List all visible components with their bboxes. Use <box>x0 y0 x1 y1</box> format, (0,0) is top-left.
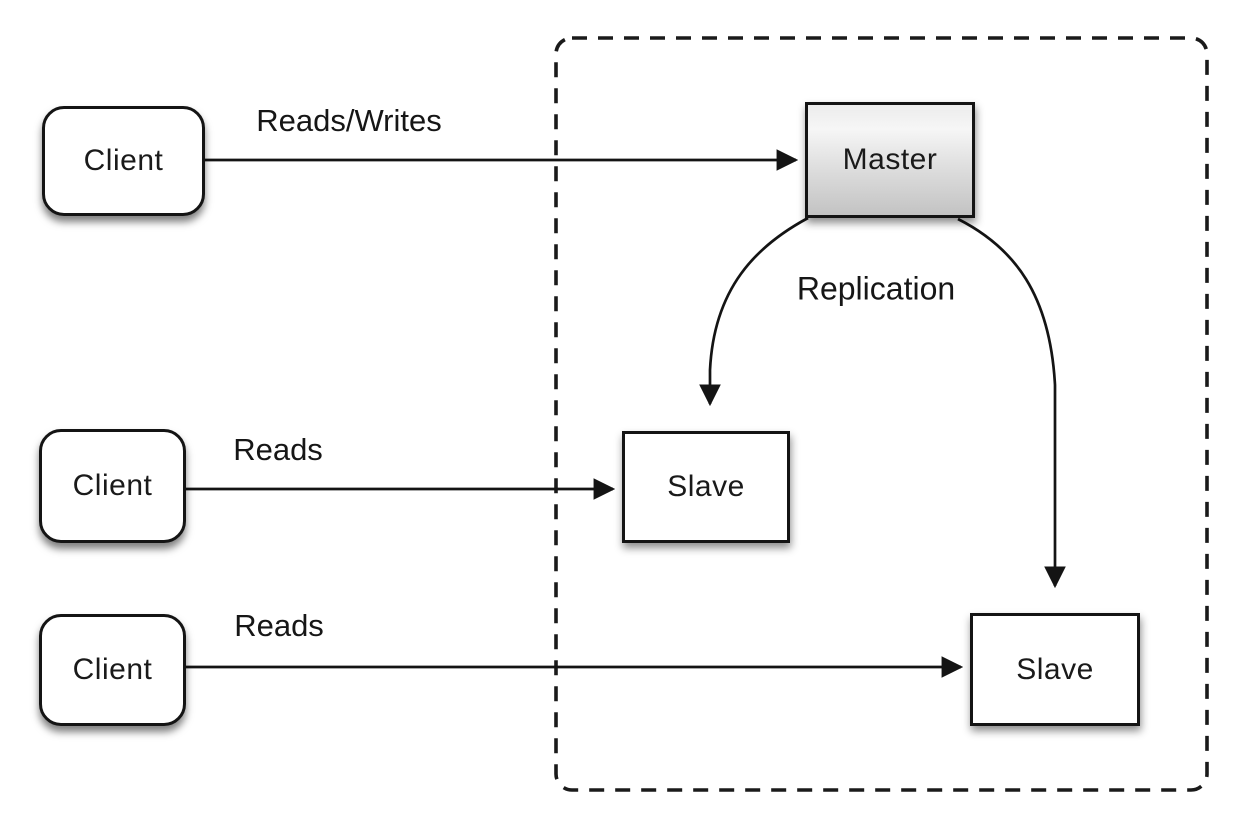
edge-label-reads-slave2: Reads <box>234 608 324 643</box>
node-client-3: Client <box>39 614 186 726</box>
node-client-3-label: Client <box>72 653 153 686</box>
node-master: Master <box>805 102 975 218</box>
node-client-1-label: Client <box>83 144 164 177</box>
edge-label-replication: Replication <box>796 270 956 307</box>
node-client-1: Client <box>42 106 205 216</box>
replication-boundary-border <box>554 36 1209 792</box>
node-slave-2: Slave <box>970 613 1140 726</box>
arrow-master-slave2 <box>957 217 1066 589</box>
node-client-2: Client <box>39 429 186 543</box>
arrow-master-slave1 <box>699 216 809 407</box>
node-slave-1-label: Slave <box>667 470 745 503</box>
node-slave-1: Slave <box>622 431 790 543</box>
node-master-label: Master <box>842 143 938 176</box>
node-slave-2-label: Slave <box>1016 652 1094 686</box>
edge-label-reads-writes: Reads/Writes <box>256 103 442 138</box>
edge-label-reads-slave1: Reads <box>233 432 323 467</box>
node-client-2-label: Client <box>72 469 153 502</box>
